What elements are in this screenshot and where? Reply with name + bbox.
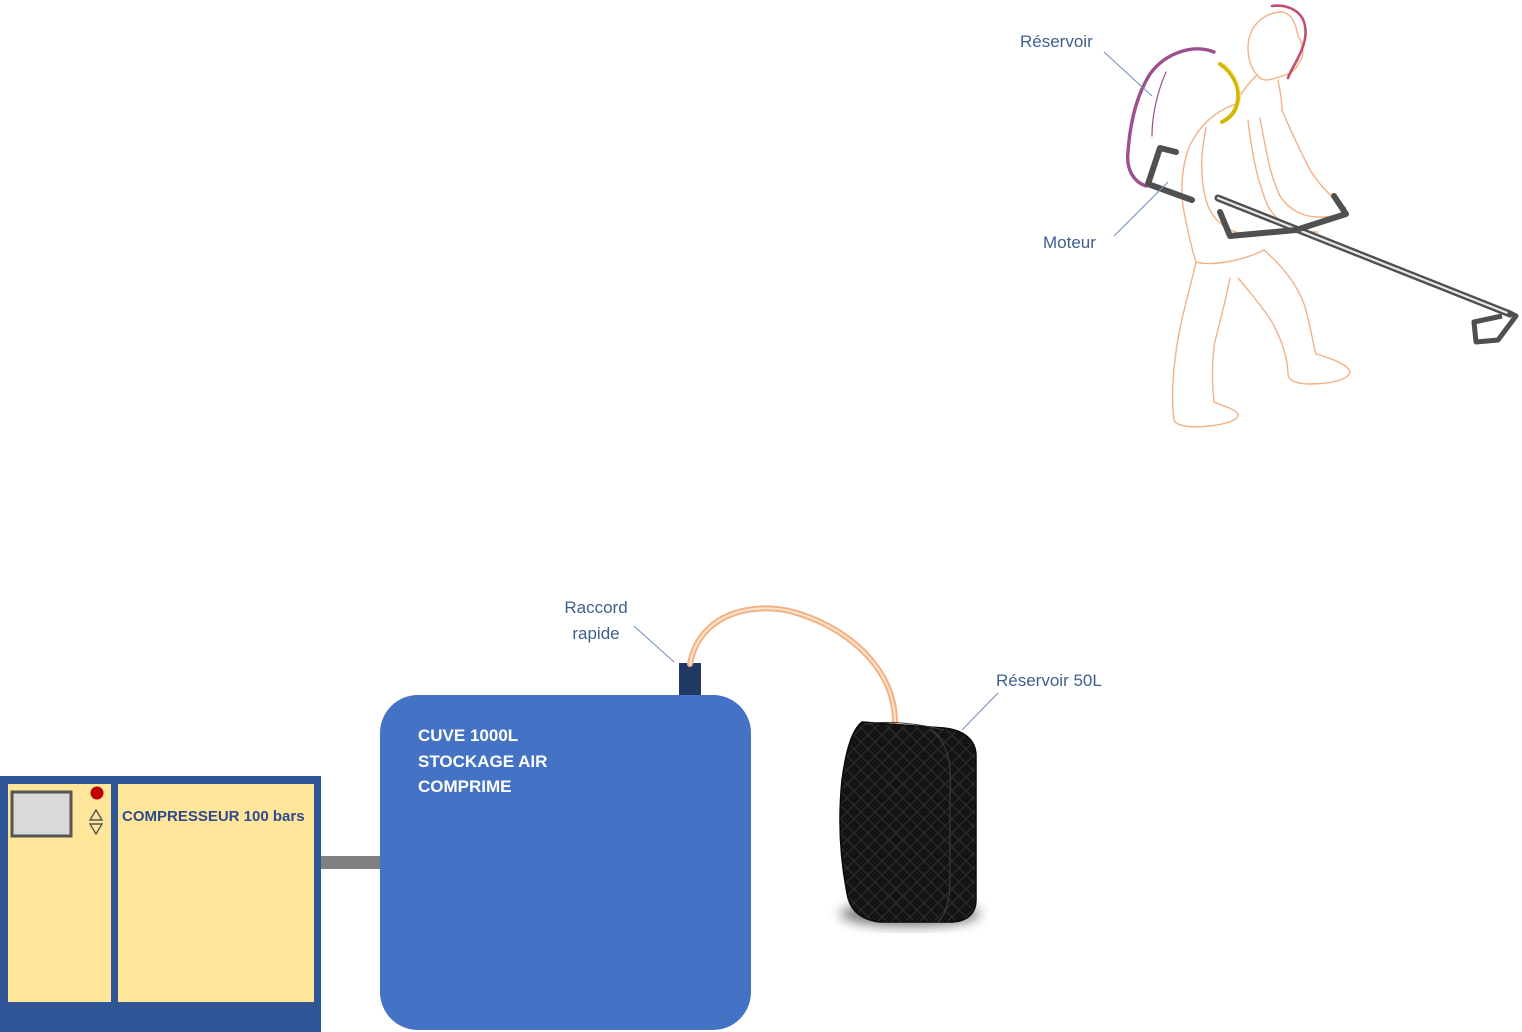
backpack-reservoir	[1126, 47, 1216, 188]
callout-reservoir: Réservoir	[1020, 32, 1153, 97]
callout-motor-label: Moteur	[1043, 233, 1096, 252]
air-hose	[687, 605, 898, 725]
quick-coupling	[679, 663, 701, 695]
callout-motor: Moteur	[1043, 181, 1169, 252]
compressor-unit: COMPRESSEUR 100 bars	[0, 776, 321, 1032]
callout-portable-tank-label: Réservoir 50L	[996, 671, 1102, 690]
callout-coupling: Raccord rapide	[564, 598, 675, 663]
tank-label-line-2: STOCKAGE AIR	[418, 752, 547, 771]
portable-tank	[839, 721, 980, 926]
callout-reservoir-label: Réservoir	[1020, 32, 1093, 51]
compressor-main-panel	[118, 784, 314, 1002]
backpack-inner	[1151, 71, 1167, 137]
tank-label-line-3: COMPRIME	[418, 777, 512, 796]
power-indicator-icon	[90, 786, 104, 800]
body-outline	[1171, 11, 1351, 428]
callout-coupling-line-2: rapide	[572, 624, 619, 643]
motor-bracket	[1145, 145, 1195, 203]
compressor-label: COMPRESSEUR 100 bars	[122, 808, 305, 825]
helmet-visor	[1270, 4, 1307, 80]
cutter-tool	[1214, 193, 1519, 345]
storage-tank: CUVE 1000L STOCKAGE AIR COMPRIME	[380, 695, 751, 1030]
up-down-arrows-icon	[88, 808, 104, 836]
callout-coupling-line-1: Raccord	[564, 598, 627, 617]
connecting-pipe	[321, 856, 381, 869]
shoulder-strap	[1218, 62, 1241, 124]
compressor-display-screen	[10, 790, 73, 838]
callout-portable-tank: Réservoir 50L	[961, 671, 1102, 731]
operator-figure	[1126, 4, 1519, 428]
tank-label-line-1: CUVE 1000L	[418, 726, 518, 745]
